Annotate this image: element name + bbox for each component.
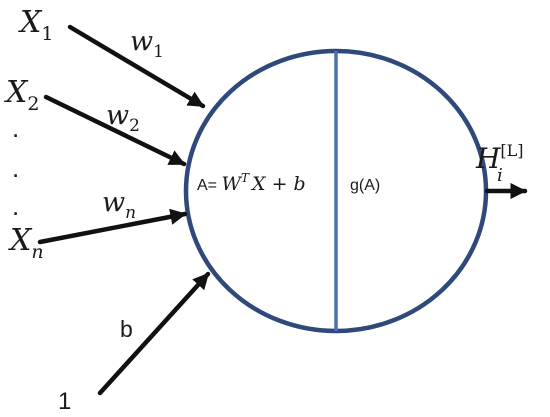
arrow-xn: [37, 208, 188, 245]
ellipsis-dot-1: .: [12, 113, 19, 143]
input-x1: X1: [18, 5, 53, 45]
ellipsis-dot-3: .: [12, 191, 19, 221]
activation-label: g(A): [350, 177, 380, 194]
weight-w2: w2: [106, 100, 140, 136]
output-label: H[L]i: [475, 141, 524, 186]
arrow-x1: [67, 24, 206, 109]
input-xn: Xn: [8, 223, 44, 263]
arrow-x2: [43, 94, 187, 167]
weight-bias: b: [120, 316, 133, 342]
input-x2: X2: [4, 75, 39, 115]
arrow-bias: [97, 271, 211, 396]
bias-input: 1: [58, 388, 71, 415]
weight-wn: wn: [102, 187, 136, 223]
weight-w1: w1: [130, 26, 164, 62]
ellipsis-dot-2: .: [12, 153, 19, 183]
